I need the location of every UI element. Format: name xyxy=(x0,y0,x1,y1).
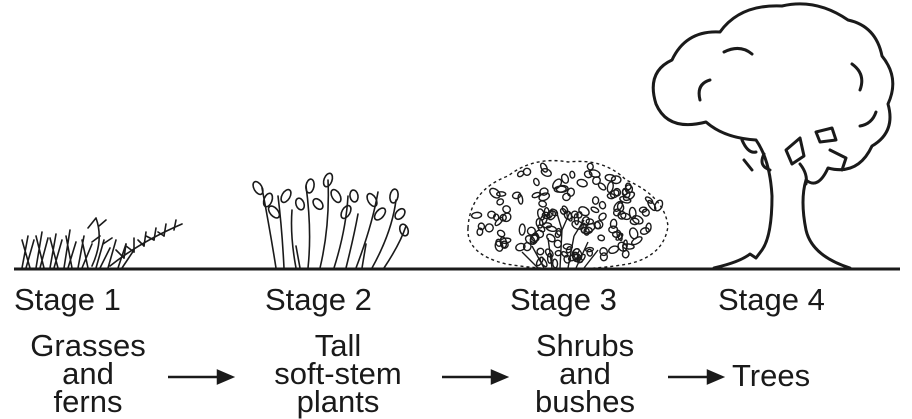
shrub-leaf xyxy=(478,222,486,230)
shrub-leaf xyxy=(590,206,599,214)
stage-3-label: Stage 3 xyxy=(510,284,617,315)
arrow-icon xyxy=(168,371,232,383)
soft-stem-plant-icon xyxy=(251,172,410,268)
description-line: ferns xyxy=(6,388,170,416)
stage-3-description: Shrubs and bushes xyxy=(506,332,664,416)
shrub-leaf xyxy=(562,192,572,202)
shrub-leaf xyxy=(569,171,575,178)
shrub-leaf xyxy=(523,168,531,175)
shrub-leaf xyxy=(610,219,617,229)
shrub-leaf xyxy=(552,259,557,268)
shrub-leaf xyxy=(533,178,540,187)
shrub-leaf xyxy=(583,170,593,179)
shrub-icon xyxy=(468,161,668,269)
shrub-leaf xyxy=(496,229,506,238)
shrub-leaf xyxy=(561,251,569,258)
shrub-leaf xyxy=(496,198,505,206)
shrub-leaf xyxy=(622,240,628,252)
stage-2-label: Stage 2 xyxy=(265,284,372,315)
shrub-leaf xyxy=(577,205,590,217)
shrub-leaf xyxy=(554,240,561,248)
stage-4-description: Trees xyxy=(732,360,810,391)
shrub-leaf xyxy=(587,163,594,171)
shrub-leaf xyxy=(605,174,616,182)
shrub-leaf xyxy=(640,227,650,236)
shrub-leaf xyxy=(484,222,495,233)
shrub-leaf xyxy=(630,218,639,225)
shrub-leaf xyxy=(593,197,599,205)
arrow-icon xyxy=(668,371,722,383)
stage-1-label: Stage 1 xyxy=(14,284,121,315)
shrub-leaf xyxy=(598,212,608,222)
shrub-leaf xyxy=(546,225,557,232)
shrub-leaf xyxy=(471,212,482,219)
tree-icon xyxy=(653,4,893,268)
shrub-leaf xyxy=(600,253,608,262)
shrub-leaf xyxy=(497,192,506,196)
description-line: bushes xyxy=(506,388,664,416)
stage-1-description: Grasses and ferns xyxy=(6,332,170,416)
stage-4-label: Stage 4 xyxy=(718,284,825,315)
arrow-icon xyxy=(442,371,506,383)
shrub-leaf xyxy=(599,201,607,210)
shrub-leaf xyxy=(488,186,502,199)
shrub-leaf xyxy=(576,178,588,187)
shrub-leaf xyxy=(597,234,605,241)
stage-2-description: Tall soft-stem plants xyxy=(238,332,438,416)
shrub-leaf xyxy=(500,240,509,248)
grass-fern-icon xyxy=(22,218,182,268)
description-line: plants xyxy=(238,388,438,416)
shrub-leaf xyxy=(527,227,536,236)
shrub-leaf xyxy=(586,249,593,257)
shrub-leaf xyxy=(519,224,525,235)
shrub-leaf xyxy=(512,191,522,199)
shrub-leaf xyxy=(630,235,643,246)
